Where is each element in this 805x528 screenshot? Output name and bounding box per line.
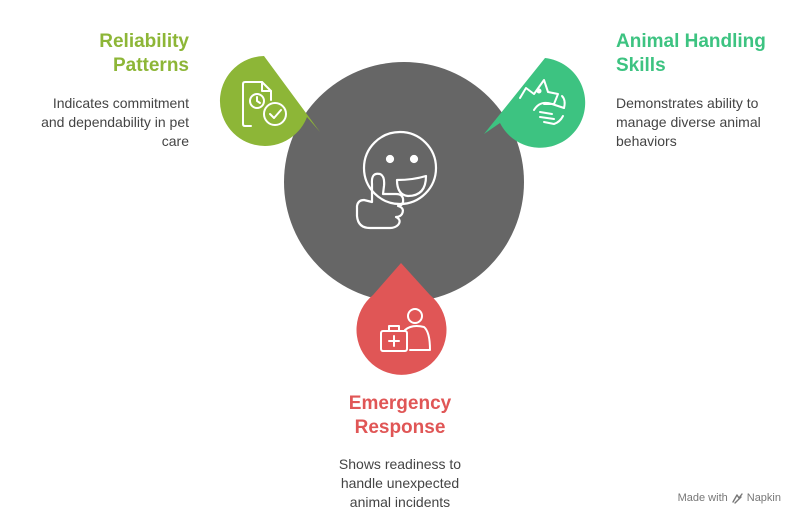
animal-desc-line: Demonstrates ability to bbox=[616, 95, 759, 111]
hand-dog-icon bbox=[519, 79, 566, 125]
reliability-title-line: Reliability bbox=[99, 31, 189, 52]
emergency-desc-line: Shows readiness to bbox=[338, 456, 462, 472]
animal-desc-line: manage diverse animal bbox=[616, 114, 761, 130]
thumbs-up-smiley-icon bbox=[355, 130, 438, 230]
reliability-description: Indicates commitment and dependability i… bbox=[9, 94, 189, 151]
napkin-brand-label: Napkin bbox=[746, 492, 781, 504]
reliability-desc-line: and dependability in pet bbox=[41, 114, 189, 130]
made-with-label: Made with bbox=[677, 492, 728, 504]
emergency-title-line: Emergency bbox=[348, 393, 452, 414]
document-clock-check-icon bbox=[242, 81, 287, 127]
reliability-title-line: Patterns bbox=[112, 55, 189, 76]
animal-description: Demonstrates ability to manage diverse a… bbox=[616, 94, 796, 151]
emergency-desc-line: handle unexpected bbox=[340, 475, 460, 491]
animal-title: Animal Handling Skills bbox=[616, 30, 796, 78]
reliability-title: Reliability Patterns bbox=[19, 30, 189, 78]
animal-title-line: Animal Handling bbox=[616, 31, 766, 52]
first-aid-person-icon bbox=[380, 308, 431, 352]
emergency-description: Shows readiness to handle unexpected ani… bbox=[300, 455, 500, 512]
center-circle bbox=[284, 62, 524, 302]
emergency-desc-line: animal incidents bbox=[349, 494, 451, 510]
reliability-desc-line: Indicates commitment bbox=[52, 95, 189, 111]
emergency-title-line: Response bbox=[354, 417, 446, 438]
reliability-drop bbox=[219, 56, 320, 146]
animal-drop bbox=[484, 58, 586, 148]
animal-desc-line: behaviors bbox=[616, 133, 677, 149]
emergency-title: Emergency Response bbox=[300, 392, 500, 440]
animal-title-line: Skills bbox=[616, 55, 666, 76]
emergency-drop bbox=[356, 263, 447, 375]
made-with-napkin-footer[interactable]: Made with Napkin bbox=[678, 492, 781, 504]
reliability-desc-line: care bbox=[161, 133, 189, 149]
napkin-logo-icon bbox=[732, 492, 743, 504]
